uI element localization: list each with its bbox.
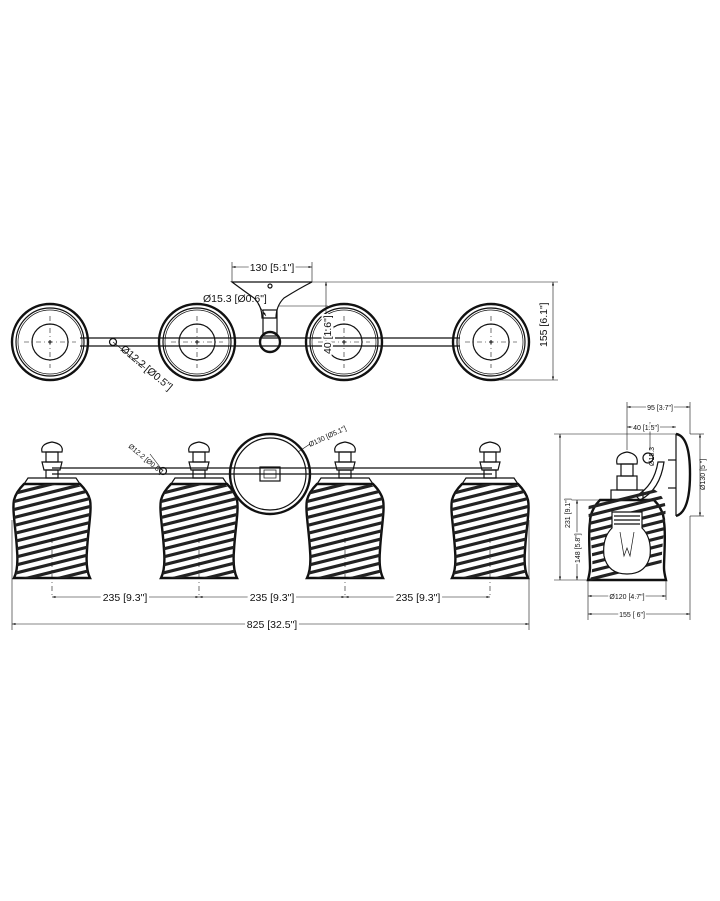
top-shade-1 <box>10 302 90 382</box>
dim-overall-width-label: 825 [32.5"] <box>247 619 298 631</box>
top-shade-3 <box>304 302 384 382</box>
top-shade-2 <box>157 302 237 382</box>
dim-side-rod-label: Ø15.3 <box>649 447 656 466</box>
front-view: Ø12.2 [Ø0.5"] Ø130 [Ø5.1"] 235 [9.3"] 23… <box>11 425 530 634</box>
dim-front-arm-label: Ø12.2 [Ø0.5"] <box>127 443 164 476</box>
front-shade-1 <box>12 441 92 598</box>
dim-spacing-2-label: 235 [9.3"] <box>250 592 295 604</box>
dim-spacing-3-label: 235 [9.3"] <box>396 592 441 604</box>
side-backplate <box>675 432 692 518</box>
front-shade-4 <box>450 441 530 598</box>
dim-canopy-width-label: 130 [5.1"] <box>250 262 295 274</box>
front-backplate-inner <box>233 437 307 511</box>
top-view: 130 [5.1"] Ø15.3 [Ø0.6"] Ø12.2 [Ø0.5"] 4… <box>10 260 558 393</box>
side-view: 95 [3.7"] 40 [1.5"] Ø15.3 Ø130 [5 "] 231… <box>554 402 707 621</box>
top-canopy-screw <box>267 283 273 289</box>
front-backplate-mount <box>259 466 281 482</box>
dim-side-231-label: 231 [9.1"] <box>565 498 572 528</box>
side-rod-end <box>642 452 654 464</box>
front-shade-3 <box>305 441 385 598</box>
dim-side-backplate-label: Ø130 [5 "] <box>700 459 707 490</box>
dim-depth-label: 155 [6.1"] <box>538 302 550 347</box>
dim-side-40-label: 40 [1.5"] <box>633 425 659 432</box>
top-center-knob <box>258 330 282 354</box>
front-backplate-outer <box>228 432 312 516</box>
top-arm-end <box>108 337 118 347</box>
dim-spacing-1-label: 235 [9.3"] <box>103 592 148 604</box>
dim-center-rod-label: Ø15.3 [Ø0.6"] <box>203 293 267 305</box>
dim-projection-label: 40 [1.6"] <box>322 315 334 354</box>
dim-side-shade-label: Ø120 [4.7"] <box>609 594 644 601</box>
top-center-rod <box>262 309 278 337</box>
dim-side-155-label: 155 [ 6"] <box>619 612 645 619</box>
side-bulb <box>603 511 651 575</box>
dim-side-148-label: 148 [5.8"] <box>575 533 582 563</box>
front-arm-end <box>158 466 168 476</box>
top-shade-4 <box>451 302 531 382</box>
top-canopy <box>230 281 313 319</box>
front-shade-2 <box>159 441 239 598</box>
dim-side-95-label: 95 [3.7"] <box>647 405 673 412</box>
dim-backplate-label: Ø130 [Ø5.1"] <box>308 425 348 449</box>
